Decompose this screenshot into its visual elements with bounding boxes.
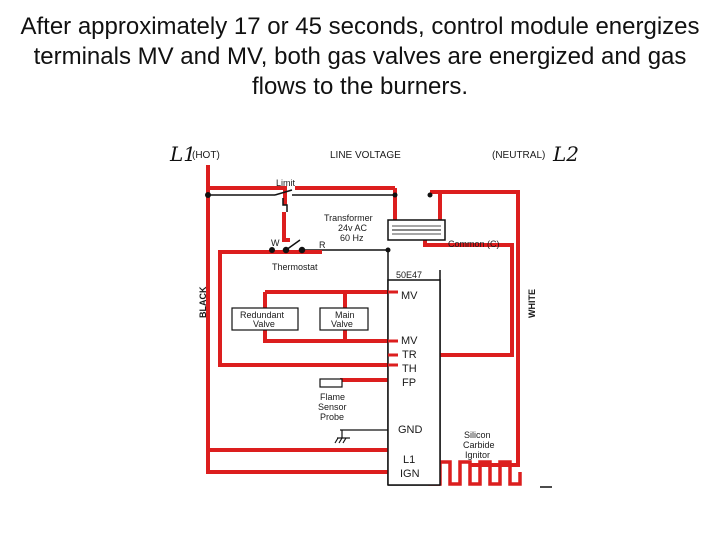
transformer-freq: 60 Hz bbox=[340, 233, 364, 243]
control-module-box bbox=[387, 279, 441, 486]
flame-sensor-label-1: Flame bbox=[320, 392, 345, 402]
line-voltage-label: LINE VOLTAGE bbox=[330, 150, 401, 161]
common-label: Common (C) bbox=[448, 239, 500, 249]
redundant-valve-label-2: Valve bbox=[253, 319, 275, 329]
flame-sensor-label-2: Sensor bbox=[318, 402, 347, 412]
main-valve-label-1: Main bbox=[335, 310, 355, 320]
terminal-ticks bbox=[388, 290, 398, 367]
slide-caption: After approximately 17 or 45 seconds, co… bbox=[20, 13, 700, 100]
transformer bbox=[387, 219, 446, 241]
ignitor-label-2: Carbide bbox=[463, 440, 495, 450]
junction-dots bbox=[205, 192, 433, 253]
terminal-fp: FP bbox=[402, 377, 416, 389]
l2-label: L2 bbox=[552, 142, 579, 166]
terminal-tr: TR bbox=[402, 349, 417, 361]
thermostat-switch bbox=[282, 239, 306, 254]
flame-sensor-probe bbox=[319, 378, 343, 388]
module-label: 50E47 bbox=[396, 270, 422, 280]
thermostat-label: Thermostat bbox=[272, 262, 318, 272]
main-valve-box bbox=[319, 307, 369, 331]
white-wire-label: WHITE bbox=[527, 289, 537, 318]
ignitor-label-3: Ignitor bbox=[465, 450, 490, 460]
redundant-valve-box bbox=[231, 307, 299, 331]
black-wire-label: BLACK bbox=[198, 286, 208, 318]
hot-label: (HOT) bbox=[192, 150, 220, 161]
ground-icon bbox=[334, 429, 388, 444]
neutral-label: (NEUTRAL) bbox=[492, 150, 545, 161]
thermostat-w-label: W bbox=[271, 238, 280, 248]
l1-label: L1 bbox=[169, 142, 196, 166]
terminal-l1: L1 bbox=[403, 454, 415, 466]
terminal-th: TH bbox=[402, 363, 417, 375]
main-valve-label-2: Valve bbox=[331, 319, 353, 329]
redundant-valve-label-1: Redundant bbox=[240, 310, 285, 320]
terminal-mv-2: MV bbox=[401, 335, 418, 347]
terminal-mv-1: MV bbox=[401, 290, 418, 302]
thermostat-r-label: R bbox=[319, 240, 326, 250]
terminal-ign: IGN bbox=[400, 468, 420, 480]
terminal-gnd: GND bbox=[398, 424, 423, 436]
transformer-voltage: 24v AC bbox=[338, 223, 368, 233]
limit-label: Limit bbox=[276, 178, 296, 188]
flame-sensor-label-3: Probe bbox=[320, 412, 344, 422]
ignitor-label-1: Silicon bbox=[464, 430, 491, 440]
limit-switch bbox=[274, 189, 293, 212]
transformer-label: Transformer bbox=[324, 213, 373, 223]
